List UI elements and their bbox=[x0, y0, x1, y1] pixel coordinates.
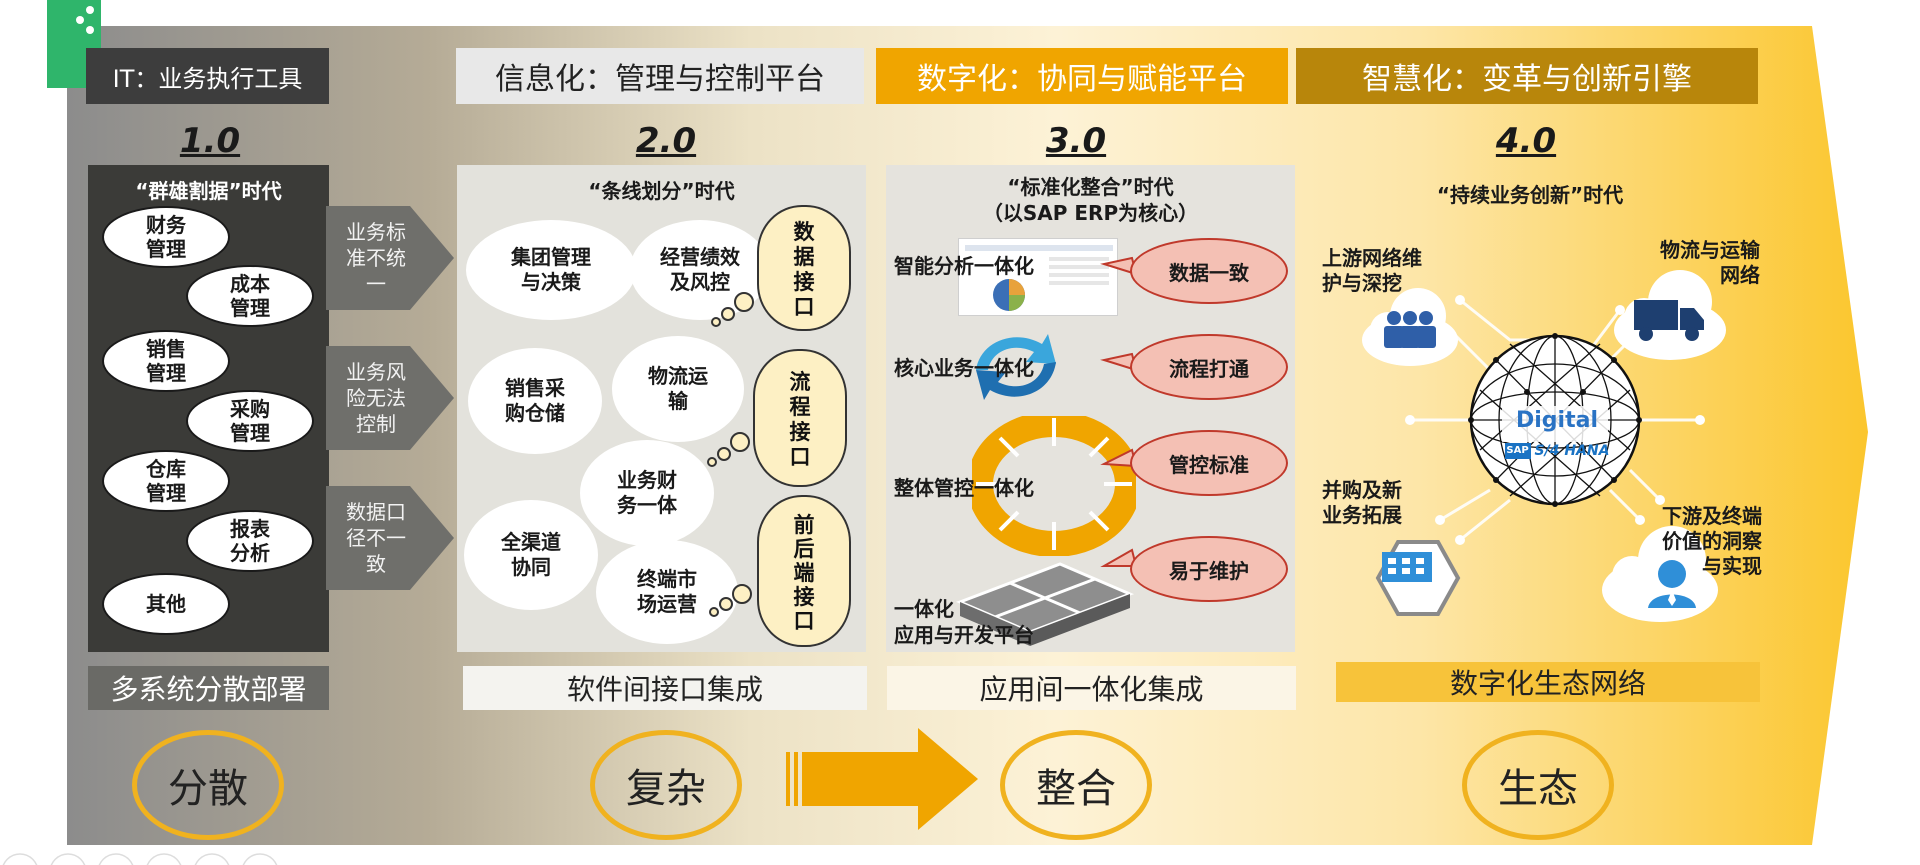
module-omnichannel: 全渠道 协同 bbox=[464, 500, 598, 610]
globe-network-icon bbox=[1468, 333, 1642, 507]
layer-control: 整体管控一体化 bbox=[894, 476, 1034, 500]
keyword-integrated: 整合 bbox=[1000, 730, 1152, 840]
transition-arrow bbox=[786, 728, 978, 830]
platform-grid-icon bbox=[955, 562, 1135, 646]
phase4-era: “持续业务创新”时代 bbox=[1436, 182, 1624, 207]
phase1-header: IT：业务执行工具 bbox=[86, 48, 329, 104]
sap-badge: SAP S/4 HANA bbox=[1496, 440, 1618, 462]
module-finance: 财务 管理 bbox=[102, 206, 230, 268]
sap-product-label: S/4 HANA bbox=[1534, 443, 1610, 459]
module-warehouse: 仓库 管理 bbox=[102, 450, 230, 512]
problem-risk: 业务风 险无法 控制 bbox=[346, 360, 406, 436]
benefit-data-consistent: 数据一致 bbox=[1130, 238, 1288, 304]
node-downstream: 下游及终端 价值的洞察 与实现 bbox=[1662, 504, 1762, 578]
benefit-easy-maintain: 易于维护 bbox=[1130, 536, 1288, 602]
phase4-footer: 数字化生态网络 bbox=[1336, 662, 1760, 702]
phase3-footer: 应用间一体化集成 bbox=[887, 666, 1296, 710]
module-logistics: 物流运 输 bbox=[612, 336, 744, 442]
module-sales-purchase: 销售采 购仓储 bbox=[468, 348, 602, 454]
phase2-header: 信息化：管理与控制平台 bbox=[456, 48, 864, 104]
keyword-complex: 复杂 bbox=[590, 730, 742, 840]
problem-standard: 业务标 准不统 一 bbox=[346, 220, 406, 296]
benefit-process-connected: 流程打通 bbox=[1130, 334, 1288, 400]
module-sales: 销售 管理 bbox=[102, 330, 230, 392]
digital-core-title: Digital bbox=[1516, 408, 1598, 433]
benefit-pill-tails bbox=[1100, 256, 1138, 567]
phase1-era: “群雄割据”时代 bbox=[135, 178, 282, 203]
phase1-version: 1.0 bbox=[179, 121, 241, 161]
phase4-version: 4.0 bbox=[1495, 121, 1557, 161]
sap-logo-icon: SAP bbox=[1504, 443, 1531, 459]
keyword-scattered: 分散 bbox=[132, 730, 284, 840]
phase4-header: 智慧化：变革与创新引擎 bbox=[1296, 48, 1758, 104]
people-cloud-icon bbox=[1384, 311, 1436, 348]
phase3-era: “标准化整合”时代 bbox=[1007, 174, 1174, 199]
node-upstream: 上游网络维 护与深挖 bbox=[1322, 246, 1422, 295]
interface-frontend-backend: 前 后 端 接 口 bbox=[793, 512, 815, 634]
problem-data: 数据口 径不一 致 bbox=[346, 500, 406, 576]
module-group-mgmt: 集团管理 与决策 bbox=[466, 220, 636, 320]
phase2-footer: 软件间接口集成 bbox=[463, 666, 867, 710]
phase2-version: 2.0 bbox=[635, 121, 697, 161]
module-purchase: 采购 管理 bbox=[186, 390, 314, 452]
phase3-version: 3.0 bbox=[1045, 121, 1107, 161]
benefit-control-standard: 管控标准 bbox=[1130, 430, 1288, 496]
module-terminal-market: 终端市 场运营 bbox=[596, 540, 738, 644]
truck-cloud-icon bbox=[1634, 300, 1704, 341]
module-other: 其他 bbox=[102, 573, 230, 635]
problem-arrows bbox=[326, 206, 454, 590]
phase2-era: “条线划分”时代 bbox=[588, 178, 735, 203]
user-cloud-icon bbox=[1648, 560, 1696, 608]
interface-cloud-shapes bbox=[707, 205, 851, 647]
keyword-ecosystem: 生态 bbox=[1462, 730, 1614, 840]
module-report: 报表 分析 bbox=[186, 510, 314, 572]
layer-core-business: 核心业务一体化 bbox=[894, 356, 1034, 380]
factory-icon bbox=[1382, 552, 1432, 582]
layer-analytics: 智能分析一体化 bbox=[894, 254, 1034, 278]
node-acquisition: 并购及新 业务拓展 bbox=[1322, 478, 1402, 527]
phase1-footer: 多系统分散部署 bbox=[88, 666, 329, 710]
dashboard-thumbnail bbox=[958, 238, 1118, 316]
module-cost: 成本 管理 bbox=[186, 265, 314, 327]
layer-platform: 一体化 应用与开发平台 bbox=[894, 597, 1034, 647]
phase3-header: 数字化：协同与赋能平台 bbox=[876, 48, 1288, 104]
ring-segments-icon bbox=[972, 416, 1136, 556]
interface-process: 流 程 接 口 bbox=[789, 369, 811, 470]
interface-data: 数 据 接 口 bbox=[793, 219, 815, 320]
pie-chart-icon bbox=[965, 245, 1113, 311]
phase3-era-sub: （以SAP ERP为核心） bbox=[982, 200, 1199, 225]
module-finance-integration: 业务财 务一体 bbox=[580, 440, 714, 546]
node-logistics: 物流与运输 网络 bbox=[1660, 238, 1760, 287]
cycle-arrows-icon bbox=[976, 334, 1056, 400]
